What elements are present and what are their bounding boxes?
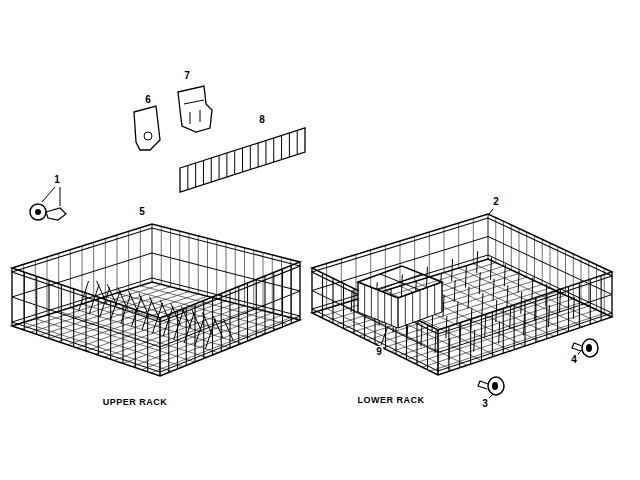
wire <box>414 306 588 363</box>
wire <box>412 293 413 323</box>
wire <box>226 153 227 177</box>
rim <box>312 218 612 334</box>
wire <box>420 290 421 320</box>
wheel <box>582 339 598 357</box>
wire <box>234 151 235 175</box>
wire <box>174 309 184 339</box>
wire <box>297 131 298 155</box>
roller-axle <box>46 208 66 220</box>
wire <box>351 277 526 332</box>
callout-number: 8 <box>258 114 266 126</box>
wire <box>121 294 131 324</box>
rack-bracket <box>178 86 212 132</box>
wire <box>380 274 420 290</box>
wire <box>289 133 290 157</box>
lower-rack <box>312 214 612 375</box>
wire <box>381 326 388 345</box>
clip-hole <box>144 132 152 140</box>
wire <box>489 209 493 214</box>
wire <box>242 148 243 172</box>
wire <box>578 350 582 354</box>
callout-number: 4 <box>570 354 578 366</box>
wire <box>405 295 406 325</box>
rim <box>12 278 300 372</box>
rim <box>12 224 300 318</box>
rack-clip <box>134 106 160 150</box>
wire <box>489 394 493 398</box>
callout-number: 7 <box>183 70 191 82</box>
wire <box>384 293 385 323</box>
rim <box>312 255 612 371</box>
roller <box>30 204 46 220</box>
wire <box>468 287 469 309</box>
wire <box>398 298 399 328</box>
rim <box>358 282 442 328</box>
wire <box>195 163 196 187</box>
rim <box>180 128 305 192</box>
wire <box>358 282 359 312</box>
wire <box>205 319 215 349</box>
wire <box>427 287 428 317</box>
small-parts <box>30 86 598 395</box>
roller-hub <box>35 209 41 215</box>
wire <box>142 315 282 370</box>
wheel-hub <box>492 382 498 390</box>
wire <box>219 156 220 180</box>
callout-number: 6 <box>144 94 152 106</box>
cutlery-basket <box>358 266 442 328</box>
wire <box>187 166 188 190</box>
wire <box>364 285 365 315</box>
rim <box>312 259 612 375</box>
rack-caption: LOWER RACK <box>357 394 426 406</box>
callout-number: 5 <box>138 206 146 218</box>
wire <box>203 161 204 185</box>
wire <box>454 280 455 302</box>
upper-rack <box>12 224 300 376</box>
wire <box>163 306 173 336</box>
rim <box>12 282 300 376</box>
wire <box>457 301 458 323</box>
leader-lines <box>42 187 582 398</box>
wire <box>443 295 444 317</box>
wire <box>273 138 274 162</box>
wire <box>442 282 443 312</box>
wire <box>507 285 508 307</box>
callout-number: 9 <box>375 346 383 358</box>
callout-number: 1 <box>53 174 61 186</box>
wire <box>430 313 604 371</box>
rack-caption: UPPER RACK <box>102 396 169 408</box>
wire <box>378 290 379 320</box>
wire <box>465 266 466 288</box>
wheel-clip <box>478 381 488 389</box>
wire <box>391 295 392 325</box>
wire <box>77 299 217 348</box>
rim <box>358 266 442 298</box>
callout-number: 3 <box>481 398 489 410</box>
callout-number: 2 <box>492 196 500 208</box>
wire <box>250 146 251 170</box>
wire <box>378 274 422 290</box>
wire <box>398 298 399 328</box>
wheel-clip <box>572 343 582 351</box>
wire <box>211 158 212 182</box>
wire <box>493 279 494 301</box>
wire <box>42 187 55 202</box>
wheel-hub <box>586 344 592 352</box>
wire <box>60 187 61 206</box>
wheel <box>488 377 504 395</box>
wire <box>482 293 483 315</box>
wire <box>421 324 422 346</box>
wire <box>223 319 233 341</box>
wire <box>434 285 435 315</box>
wire <box>258 143 259 167</box>
wire <box>371 287 372 317</box>
wire <box>479 272 480 294</box>
bracket-detail <box>184 100 204 124</box>
wire <box>435 331 436 353</box>
wire <box>265 141 266 165</box>
wire <box>281 136 282 160</box>
